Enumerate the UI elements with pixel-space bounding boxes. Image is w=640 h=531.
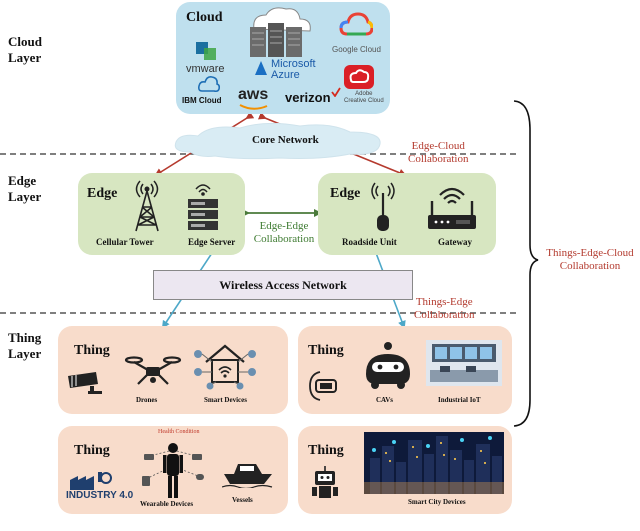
cloud-title: Cloud [186,10,223,25]
smart-devices-label: Smart Devices [204,396,247,404]
edge-server-icon [188,184,218,230]
industrial-iot-icon [426,340,502,386]
drone-icon [124,356,182,385]
thing-box-3-title: Thing [74,443,110,458]
cloud-box: Cloud vmware Microsoft Azure [176,2,390,114]
things-edge-cloud-collaboration-label: Things-Edge-Cloud Collaboration [546,247,634,272]
things-edge-collaboration-label: Things-Edge Collaboration [414,296,475,321]
cellular-tower-label: Cellular Tower [96,237,154,247]
surveillance-camera-icon [68,372,102,394]
robot-icon [312,466,338,498]
smart-home-icon [194,344,256,390]
thing-box-1-title: Thing [74,343,110,358]
edge-right-title: Edge [330,186,361,201]
vr-headset-icon [309,371,337,401]
verizon-logo: verizon [285,90,331,105]
edge-server-label: Edge Server [188,237,236,247]
verizon-check-icon [331,87,341,97]
wearable-person-icon [142,443,204,498]
wireless-access-network-box: Wireless Access Network [153,270,413,300]
smart-city-image [364,432,504,494]
vessel-icon [222,464,273,488]
microsoft-logo: Microsoft [271,58,316,70]
cavs-label: CAVs [376,396,393,404]
ibm-cloud-icon [198,76,220,93]
industrial-iot-label: Industrial IoT [438,396,481,404]
azure-icon [255,61,267,75]
cloud-layer-label: Cloud Layer [8,34,42,65]
gateway-icon [428,187,476,229]
gateway-label: Gateway [438,237,472,247]
azure-logo: Azure [271,69,300,81]
thing-box-1: Thing Drones Smart Devices [58,326,288,414]
vessels-label: Vessels [232,496,253,504]
edge-box-left: Edge Cellular Tower Edge Server [78,173,245,255]
google-cloud-logo: Google Cloud [332,45,381,54]
wearable-devices-label: Wearable Devices [140,500,194,508]
adobe-logo: Adobe Creative Cloud [344,91,384,104]
thing-layer-label: Thing Layer [8,330,42,361]
industry-4-icon [70,472,112,490]
thing-box-2-title: Thing [308,343,344,358]
autonomous-vehicle-icon [366,342,410,389]
health-condition-label: Health Condition [158,429,200,435]
adobe-creative-cloud-icon [344,65,374,89]
vmware-logo: vmware [186,63,225,75]
industry-4-label: INDUSTRY 4.0 [66,490,134,501]
roadside-unit-icon [371,182,395,231]
edge-cloud-collaboration-label: Edge-Cloud Collaboration [408,140,469,165]
google-cloud-icon [339,12,373,36]
edge-box-right: Edge Roadside Unit Gateway [318,173,496,255]
thing-box-2: Thing CAVs Industrial IoT [298,326,512,414]
aws-logo: aws [238,86,269,103]
thing-box-4-title: Thing [308,443,344,458]
edge-layer-label: Edge Layer [8,173,42,204]
vmware-icon [196,42,216,60]
wireless-access-network-label: Wireless Access Network [219,277,347,292]
aws-smile-icon [239,104,268,110]
ibm-cloud-logo: IBM Cloud [182,96,222,105]
cellular-tower-icon [135,180,159,232]
thing-box-3: Thing INDUSTRY 4.0 Health Condition Wear… [58,426,288,514]
core-network-cloud-shape [174,122,381,160]
roadside-unit-label: Roadside Unit [342,237,397,247]
drones-label: Drones [136,396,158,404]
cloud-datacenter-icon [250,7,311,57]
collaboration-brace [513,100,539,427]
edge-left-title: Edge [87,186,118,201]
edge-edge-collaboration-label: Edge-Edge Collaboration [253,220,315,245]
thing-box-4: Thing Smart City Devices [298,426,512,514]
smart-city-devices-label: Smart City Devices [408,498,466,506]
core-network-label: Core Network [252,134,319,146]
